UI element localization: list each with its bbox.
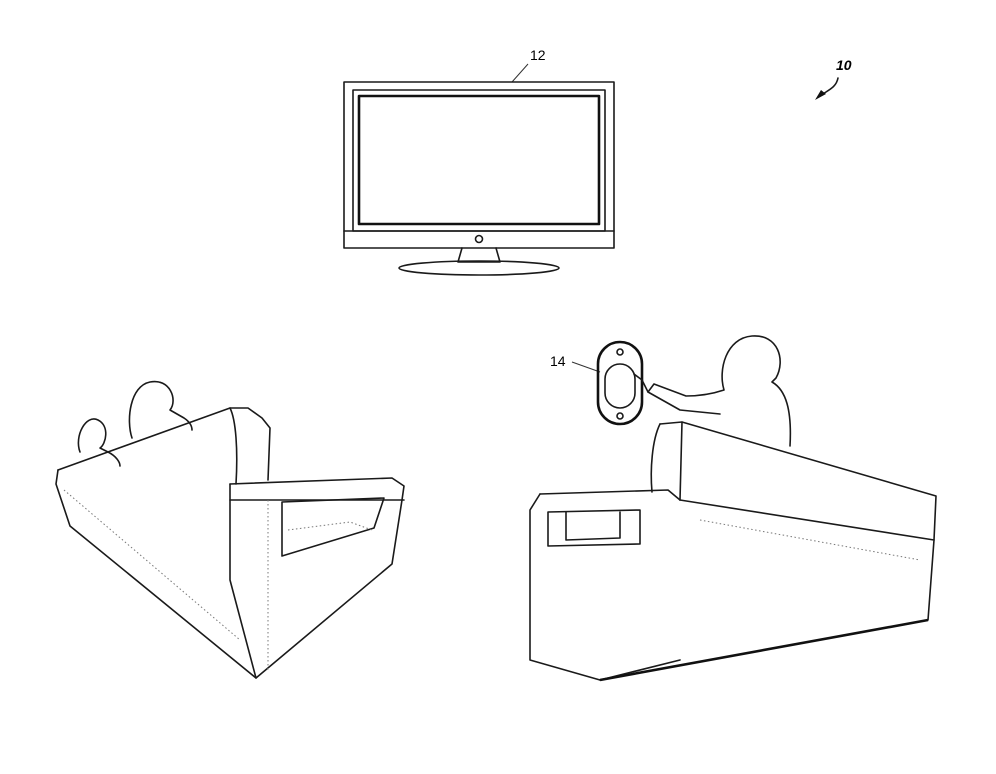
sofa-back-cushion (229, 407, 238, 485)
sofa-arm-opening (281, 497, 385, 557)
remote-bottom-button-icon (616, 412, 624, 420)
sofa-back-inner (679, 421, 683, 501)
television-leader-line (511, 63, 529, 83)
sofa-arm-top (229, 477, 405, 501)
sofa-arm-slot (565, 511, 621, 541)
television-stand-base (398, 260, 560, 276)
viewer-thumb (633, 373, 649, 393)
sofa-arm-top (539, 489, 681, 501)
remote-control: 14 (550, 340, 649, 426)
sofa-back (57, 407, 271, 481)
television-screen (357, 94, 601, 226)
television-inner-frame (352, 89, 606, 232)
child-figure (77, 418, 121, 467)
system-label: 10 (836, 57, 852, 73)
television-label: 12 (530, 47, 546, 63)
sofa-arm-opening (547, 509, 641, 547)
sofa-back-cushion (650, 423, 661, 493)
remote-label: 14 (550, 353, 566, 369)
sofa-arm-opening-shading (287, 521, 373, 531)
television-neck (457, 247, 501, 263)
sofa-right-side (599, 499, 935, 681)
sofa-side-shading (699, 519, 921, 561)
power-button-icon (474, 234, 484, 244)
remote-body (596, 340, 644, 426)
viewer-figure (647, 335, 792, 447)
sofa-arm-front (529, 493, 681, 681)
sofa-back (659, 421, 937, 541)
sofa-left-side (55, 469, 257, 679)
remote-top-button-icon (616, 348, 624, 356)
system-arrowhead-icon (815, 90, 826, 100)
sofa-base-edge (599, 618, 929, 682)
system-reference: 10 (815, 57, 852, 100)
television: 12 (343, 47, 615, 276)
left-sofa (55, 380, 405, 679)
sofa-front-shading (63, 489, 241, 641)
right-sofa: 14 (529, 335, 937, 682)
sofa-arm-side (229, 499, 403, 679)
adult-figure (128, 380, 193, 439)
remote-leader-line (571, 361, 601, 373)
remote-touchscreen (604, 363, 636, 409)
television-bezel (343, 81, 615, 249)
